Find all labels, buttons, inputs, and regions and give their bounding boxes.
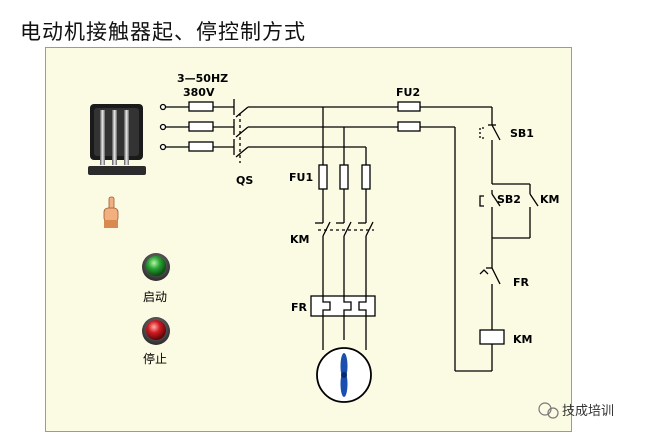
watermark: 技成培训 — [538, 402, 614, 419]
qs-label: QS — [236, 174, 253, 187]
supply-spec-label: 3—50HZ — [177, 72, 228, 85]
fu2-label: FU2 — [396, 86, 420, 99]
km-aux-label: KM — [540, 193, 559, 206]
knife-switch-icon[interactable] — [88, 104, 146, 175]
main-circuit — [310, 101, 539, 403]
fu1-label: FU1 — [289, 171, 313, 184]
supply-lines — [159, 99, 455, 163]
km-main-label: KM — [290, 233, 309, 246]
pointing-hand-icon — [103, 196, 119, 228]
fr-aux-label: FR — [513, 276, 530, 289]
sb2-label: SB2 — [497, 193, 521, 206]
fr-main-label: FR — [291, 301, 308, 314]
watermark-text: 技成培训 — [562, 403, 614, 419]
page-title: 电动机接触器起、停控制方式 — [20, 20, 306, 44]
km-coil-label: KM — [513, 333, 532, 346]
supply-voltage-label: 380V — [183, 86, 215, 99]
stop-button-label: 停止 — [143, 351, 167, 366]
motor-fan-icon — [340, 353, 348, 397]
start-button[interactable] — [142, 253, 170, 281]
start-button-label: 启动 — [143, 290, 167, 304]
stop-button[interactable] — [142, 317, 170, 345]
sb1-label: SB1 — [510, 127, 534, 140]
